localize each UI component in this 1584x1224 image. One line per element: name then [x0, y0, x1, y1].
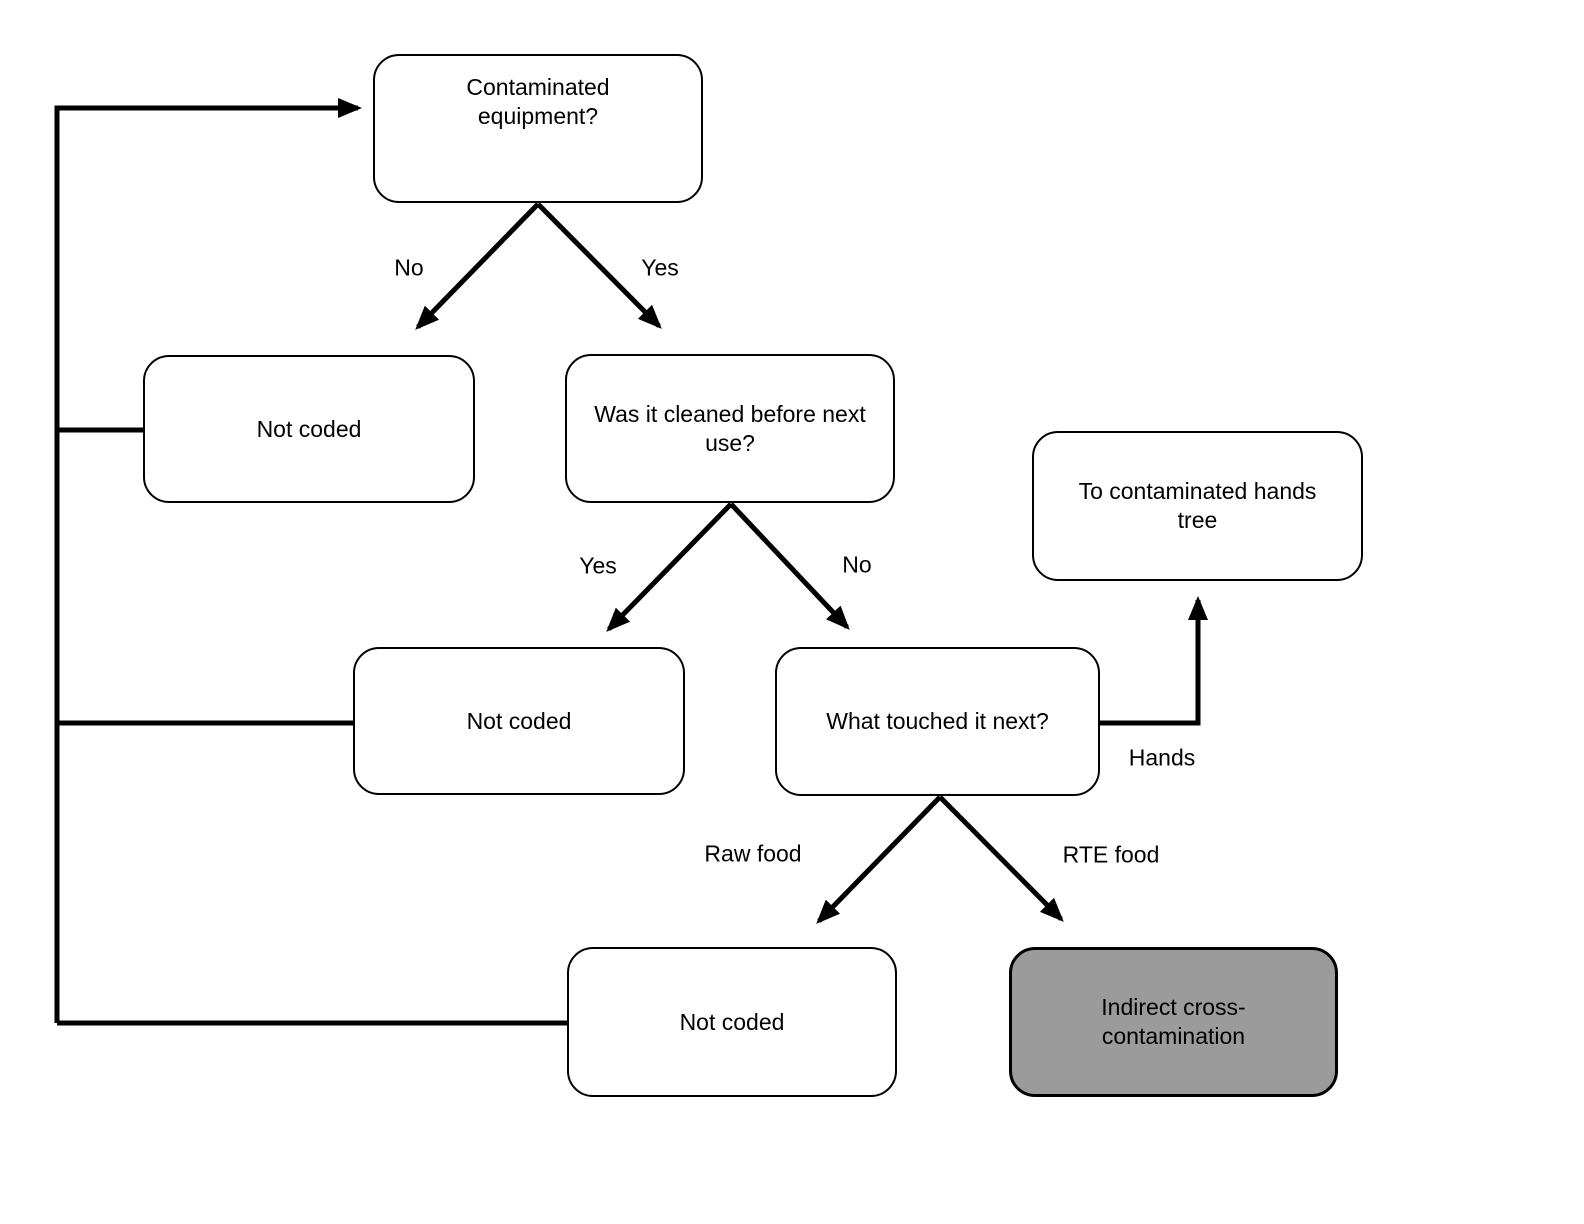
- node-label: To contaminated hands tree: [1078, 478, 1317, 533]
- edge-hands: [1100, 596, 1208, 726]
- edge-label-yes-1: Yes: [641, 254, 679, 281]
- node-label: Not coded: [466, 707, 572, 734]
- edge-yes-2: [606, 502, 733, 632]
- node-label: Not coded: [679, 1008, 785, 1035]
- node-label: What touched it next?: [826, 708, 1049, 734]
- node-label: Contaminated equipment?: [466, 74, 610, 129]
- node-was-it-cleaned: Was it cleaned before next use?: [565, 354, 895, 503]
- edge-label-no-2: No: [842, 551, 872, 578]
- edge-rte-food: [938, 795, 1064, 922]
- node-not-coded-1: Not coded: [143, 355, 475, 503]
- edge-label-no-1: No: [394, 254, 424, 281]
- node-label: Indirect cross-contamination: [1101, 994, 1246, 1049]
- edge-no-1: [415, 202, 540, 330]
- node-label: Not coded: [256, 415, 362, 442]
- edge-yes-1: [536, 202, 662, 329]
- node-label: Was it cleaned before next use?: [594, 400, 866, 456]
- node-what-touched-it-next: What touched it next?: [775, 647, 1100, 796]
- edge-feedback-loop: [54, 98, 362, 1023]
- edge-label-rte-food: RTE food: [1062, 841, 1160, 868]
- edge-no-2: [729, 502, 850, 630]
- edge-label-yes-2: Yes: [579, 552, 617, 579]
- node-indirect-cross-contamination: Indirect cross-contamination: [1009, 947, 1338, 1097]
- node-not-coded-3: Not coded: [567, 947, 897, 1097]
- node-to-contaminated-hands-tree: To contaminated hands tree: [1032, 431, 1363, 581]
- edge-label-hands: Hands: [1128, 744, 1196, 771]
- edge-raw-food: [816, 795, 942, 924]
- node-contaminated-equipment: Contaminated equipment?: [373, 54, 703, 203]
- edge-label-raw-food: Raw food: [704, 840, 802, 867]
- node-not-coded-2: Not coded: [353, 647, 685, 795]
